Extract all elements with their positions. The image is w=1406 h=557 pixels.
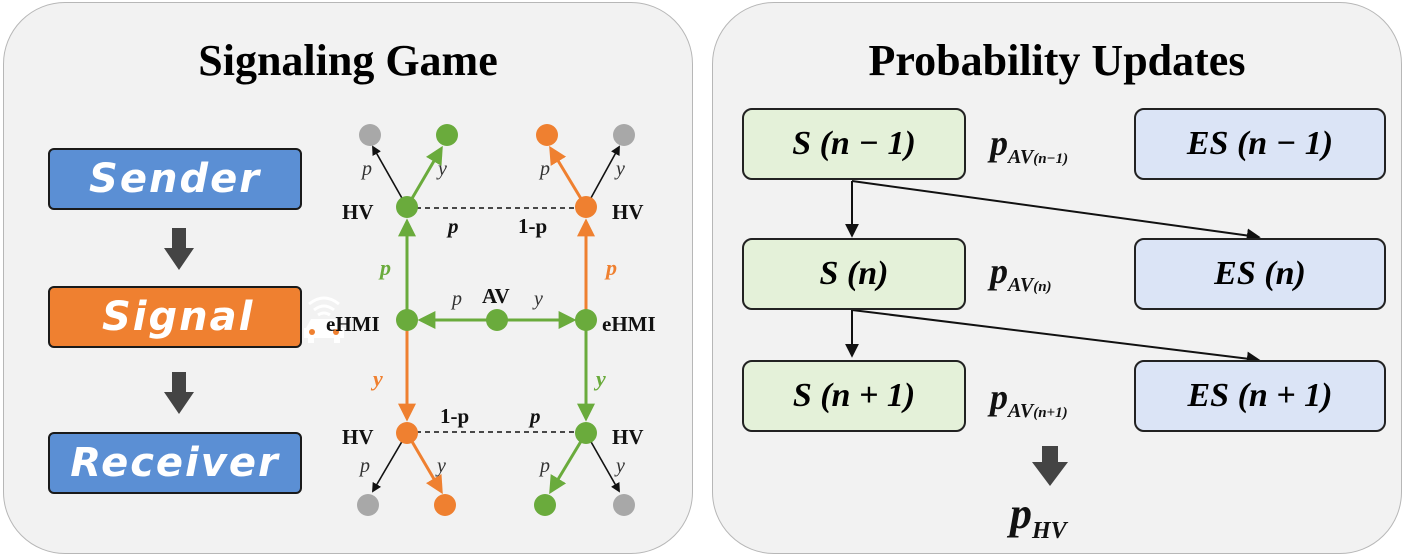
hv-top-right-node bbox=[575, 196, 597, 218]
hv-action-p-label: p bbox=[540, 455, 550, 477]
ehmi-p-label: p bbox=[606, 255, 617, 280]
state-box: S (n − 1) bbox=[742, 108, 966, 180]
hv-bottom-left-node bbox=[396, 422, 418, 444]
ehmi-left-node bbox=[396, 309, 418, 331]
down-arrow-icon bbox=[1032, 446, 1068, 486]
leaf-node bbox=[357, 494, 379, 516]
phv-label: pHV bbox=[1010, 489, 1067, 544]
estimated-state-box: ES (n + 1) bbox=[1134, 360, 1386, 432]
av-node bbox=[486, 309, 508, 331]
state-label: S (n) bbox=[819, 255, 889, 292]
ehmi-left-label: eHMI bbox=[326, 312, 380, 336]
av-p-label: p bbox=[452, 288, 462, 310]
hv-label: HV bbox=[612, 425, 644, 449]
state-box: S (n + 1) bbox=[742, 360, 966, 432]
car-wifi-icon bbox=[304, 296, 344, 343]
hv-label: HV bbox=[342, 200, 374, 224]
ehmi-right-label: eHMI bbox=[602, 312, 656, 336]
sender-box: Sender bbox=[48, 148, 302, 210]
belief-1-minus-p-label: 1-p bbox=[440, 404, 470, 428]
down-arrow-icon bbox=[164, 228, 194, 270]
signal-box: Signal bbox=[48, 286, 344, 348]
leaf-node bbox=[536, 124, 558, 146]
estimated-state-label: ES (n) bbox=[1214, 255, 1306, 292]
hv-top-left-node bbox=[396, 196, 418, 218]
leaf-node bbox=[436, 124, 458, 146]
ehmi-y-label: y bbox=[596, 366, 606, 391]
ehmi-p-label: p bbox=[380, 255, 391, 280]
state-label: S (n + 1) bbox=[792, 377, 916, 414]
leaf-node bbox=[613, 494, 635, 516]
hv-action-y-label: y bbox=[438, 158, 447, 180]
signaling-game-title: Signaling Game bbox=[198, 36, 498, 85]
hv-action-y-label: y bbox=[437, 455, 446, 477]
hv-action-p-label: p bbox=[360, 455, 370, 477]
av-label: AV bbox=[482, 284, 510, 308]
pav-label: pAV(n−1) bbox=[990, 123, 1069, 169]
down-arrow-icon bbox=[164, 372, 194, 414]
leaf-node bbox=[613, 124, 635, 146]
game-tree-graph bbox=[357, 124, 635, 516]
hv-bottom-right-node bbox=[575, 422, 597, 444]
receiver-box: Receiver bbox=[48, 432, 302, 494]
av-y-label: y bbox=[534, 288, 543, 310]
probability-updates-title: Probability Updates bbox=[868, 36, 1246, 85]
hv-label: HV bbox=[342, 425, 374, 449]
estimated-state-box: ES (n) bbox=[1134, 238, 1386, 310]
state-label: S (n − 1) bbox=[792, 125, 916, 162]
leaf-node bbox=[534, 494, 556, 516]
receiver-label: Receiver bbox=[70, 440, 280, 486]
hv-action-p-label: p bbox=[540, 158, 550, 180]
estimated-state-label: ES (n − 1) bbox=[1186, 125, 1334, 162]
state-box: S (n) bbox=[742, 238, 966, 310]
estimated-state-label: ES (n + 1) bbox=[1187, 377, 1333, 414]
estimated-state-box: ES (n − 1) bbox=[1134, 108, 1386, 180]
hv-label: HV bbox=[612, 200, 644, 224]
belief-1-minus-p-label: 1-p bbox=[518, 214, 548, 238]
ehmi-right-node bbox=[575, 309, 597, 331]
signal-label: Signal bbox=[102, 294, 255, 340]
leaf-node bbox=[434, 494, 456, 516]
belief-p-label: p bbox=[448, 214, 459, 238]
hv-action-y-label: y bbox=[616, 158, 625, 180]
sender-label: Sender bbox=[89, 156, 261, 202]
hv-action-p-label: p bbox=[362, 158, 372, 180]
pav-label: pAV(n+1) bbox=[990, 377, 1068, 423]
belief-p-label: p bbox=[530, 404, 541, 428]
leaf-node bbox=[359, 124, 381, 146]
pav-label: pAV(n) bbox=[990, 251, 1052, 297]
hv-action-y-label: y bbox=[616, 455, 625, 477]
ehmi-y-label: y bbox=[373, 366, 383, 391]
